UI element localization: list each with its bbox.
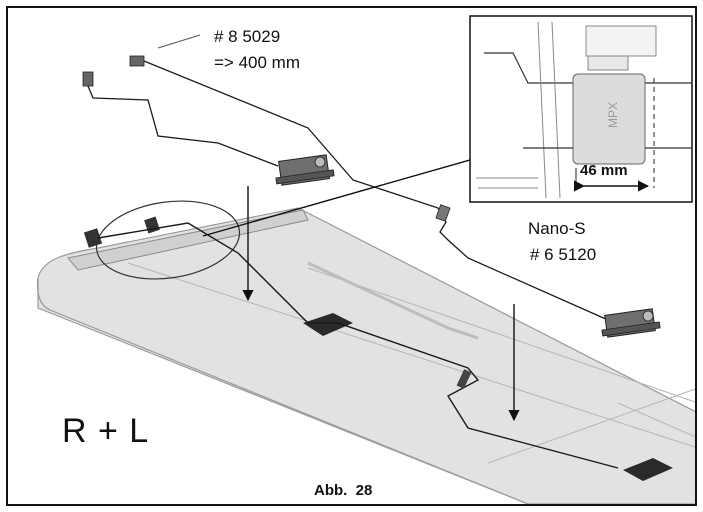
wing-panel (37, 207, 695, 504)
cable-extension-plug (435, 204, 451, 222)
inset-dimension-label: 46 mm (580, 162, 628, 179)
cable-plug-top (129, 55, 145, 67)
detail-circle (95, 200, 241, 280)
part-number-leader (157, 34, 201, 49)
servo-part-number: # 6 5120 (530, 245, 597, 264)
wing-hinge-line (307, 267, 695, 403)
wing-side-label: R + L (62, 412, 150, 450)
figure-caption: Abb. 28 (314, 482, 373, 499)
servo-lower (601, 308, 661, 338)
cable-plug-left (82, 71, 94, 87)
detail-inset (469, 15, 693, 203)
cable-top (143, 60, 609, 321)
wing-leading-edge (36, 277, 529, 504)
wing-spar-line (127, 262, 695, 448)
cable-left (87, 85, 279, 167)
installed-plug (456, 369, 472, 389)
installed-cable (97, 222, 619, 469)
servo-well-inner (303, 313, 353, 336)
wing-aileron-seam (617, 402, 695, 438)
figure-frame: # 8 5029 => 400 mm Nano-S # 6 5120 46 mm… (6, 6, 697, 506)
servo-upper (275, 154, 335, 186)
wing-panel-seam (487, 388, 695, 464)
cable-length-label: => 400 mm (214, 53, 300, 72)
cable-channel (307, 261, 479, 340)
wing-illustration (36, 15, 695, 504)
servo-well-outer (623, 458, 673, 481)
servo-name-label: Nano-S (528, 219, 586, 238)
root-connector-1 (83, 228, 103, 248)
inset-servo-marking: MPX (606, 101, 621, 129)
root-connector-2 (144, 216, 160, 234)
cable-part-number: # 8 5029 (214, 27, 281, 46)
